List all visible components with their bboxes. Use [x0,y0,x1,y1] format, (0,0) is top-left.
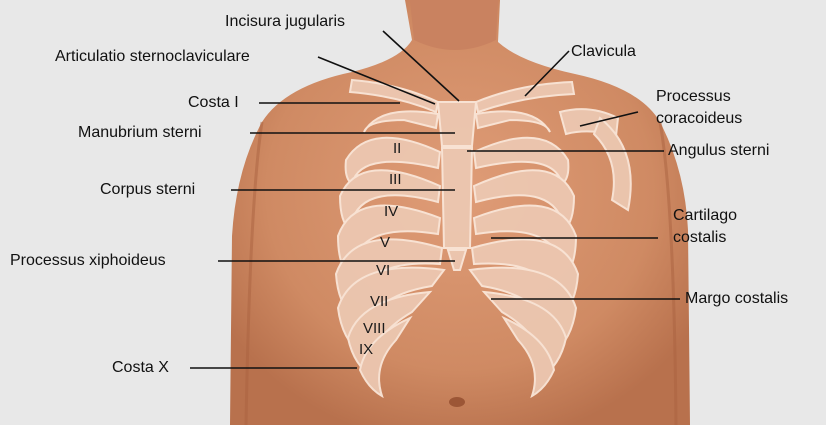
rib-number-ix: IX [359,342,373,358]
neck [410,0,498,50]
label-margo-costalis: Margo costalis [685,290,788,308]
rib-number-iv: IV [384,204,398,220]
label-processus-coracoideus-line1: Processus [656,88,731,106]
rib-number-viii: VIII [363,321,386,337]
navel [449,397,465,407]
label-manubrium-sterni: Manubrium sterni [78,124,202,142]
rib-number-ii: II [393,141,401,157]
label-corpus-sterni: Corpus sterni [100,181,195,199]
manubrium [438,102,476,146]
label-costa-i: Costa I [188,94,239,112]
label-cartilago-costalis-line2: costalis [673,229,726,247]
label-cartilago-costalis-line1: Cartilago [673,207,737,225]
label-costa-x: Costa X [112,359,169,377]
rib-number-v: V [380,235,390,251]
rib-number-iii: III [389,172,402,188]
label-incisura-jugularis: Incisura jugularis [225,13,345,31]
sternum-body [442,148,472,248]
rib-number-vii: VII [370,294,388,310]
rib-number-vi: VI [376,263,390,279]
label-articulatio-sternoclaviculare: Articulatio sternoclaviculare [55,48,250,66]
label-processus-xiphoideus: Processus xiphoideus [10,252,166,270]
label-processus-coracoideus-line2: coracoideus [656,110,742,128]
label-angulus-sterni: Angulus sterni [668,142,769,160]
label-clavicula: Clavicula [571,43,636,61]
